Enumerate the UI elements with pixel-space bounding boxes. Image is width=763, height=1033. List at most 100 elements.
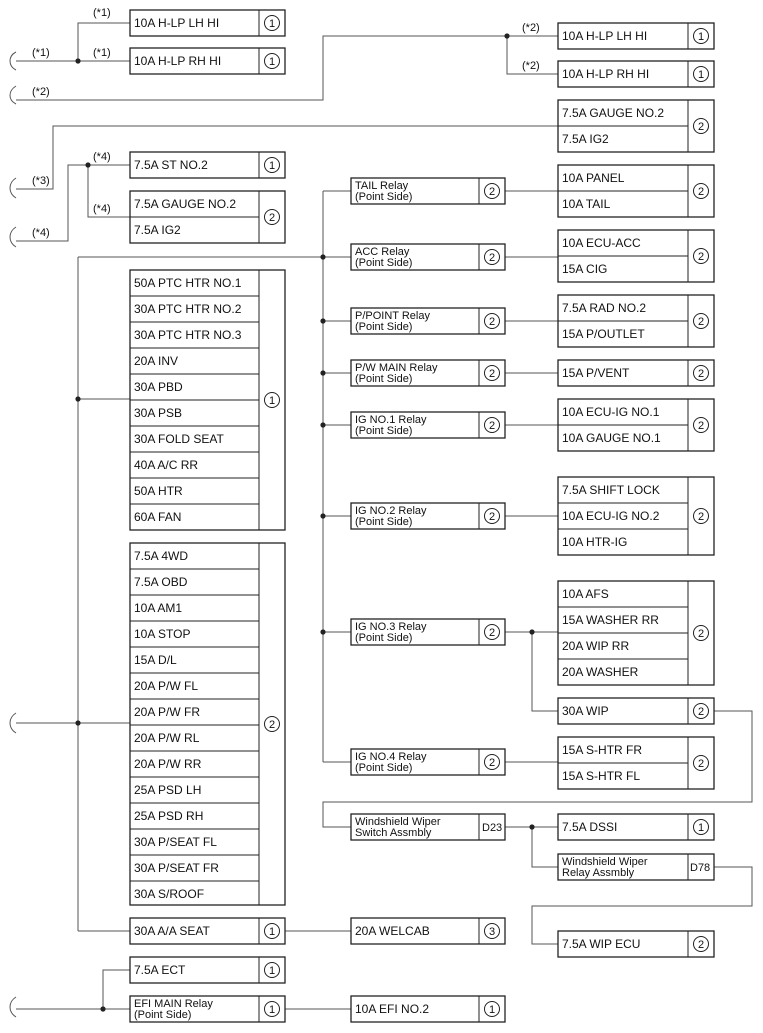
component-label: Relay Assmbly: [562, 867, 635, 879]
block-number-mark: 2: [698, 368, 704, 380]
block-number-mark: 1: [269, 926, 275, 938]
fuse-label: 10A PANEL: [562, 171, 625, 185]
relay-p-point: P/POINT Relay (Point Side) 2: [350, 307, 506, 335]
block-number-mark: 1: [698, 69, 704, 81]
block-number-mark: 1: [698, 822, 704, 834]
fuse-group-gauge2-left: 7.5A GAUGE NO.2 7.5A IG2 2: [129, 190, 286, 244]
fuse-label: 7.5A 4WD: [134, 549, 188, 563]
fuse-label: 10A H-LP LH HI: [562, 29, 647, 43]
wiper-switch-assembly: Windshield Wiper Switch Assmbly D23: [350, 813, 506, 841]
block-number-mark: 2: [698, 511, 704, 523]
fuse-group-wip: 30A WIP 2: [557, 697, 715, 725]
fuse-label: 10A ECU-IG NO.1: [562, 405, 660, 419]
fuse-label: 10A H-LP RH HI: [562, 67, 649, 81]
note-label: (*1): [93, 47, 111, 59]
relay-label: (Point Side): [355, 191, 412, 203]
note-label: (*4): [93, 151, 111, 163]
block-number-mark: 2: [698, 420, 704, 432]
junction-dots: [75, 33, 535, 1012]
block-number-mark: 2: [269, 212, 275, 224]
block-number-mark: 2: [698, 706, 704, 718]
fuse-label: 20A WELCAB: [355, 924, 430, 938]
relay-ig4: IG NO.4 Relay (Point Side) 2: [350, 748, 506, 776]
boxes: 10A H-LP LH HI 1 10A H-LP RH HI 1 10A H-…: [129, 9, 715, 1023]
fuse-group-s-htr: 15A S-HTR FR 15A S-HTR FL 2: [557, 736, 715, 790]
fuse-group-gauge2-top: 7.5A GAUGE NO.2 7.5A IG2 2: [557, 99, 715, 153]
fuse-label: 7.5A GAUGE NO.2: [562, 106, 664, 120]
block-number-mark: 1: [269, 395, 275, 407]
fuse-label: 15A S-HTR FL: [562, 769, 640, 783]
fuse-label: 20A WIP RR: [562, 639, 629, 653]
fuse-label: 15A WASHER RR: [562, 613, 659, 627]
fuse-label: 20A INV: [134, 354, 178, 368]
fuse-label: 10A TAIL: [562, 197, 611, 211]
fuse-label: 10A H-LP LH HI: [134, 16, 219, 30]
fuse-label: 20A P/W RL: [134, 731, 200, 745]
fuse-label: 7.5A IG2: [562, 132, 609, 146]
relay-label: (Point Side): [355, 257, 412, 269]
fuse-block-1: 50A PTC HTR NO.1 30A PTC HTR NO.2 30A PT…: [129, 269, 286, 531]
component-label: Windshield Wiper: [355, 816, 441, 828]
fuse-group-welcab: 20A WELCAB 3: [350, 917, 506, 945]
fuse-label: 7.5A SHIFT LOCK: [562, 483, 660, 497]
fuse-label: 10A STOP: [134, 627, 190, 641]
fuse-label: 50A PTC HTR NO.1: [134, 276, 242, 290]
fuse-label: 10A ECU-IG NO.2: [562, 509, 660, 523]
fuse-label: 20A P/W FL: [134, 679, 198, 693]
block-number-mark: 2: [489, 186, 495, 198]
block-number-mark: 1: [489, 1004, 495, 1016]
relay-label: (Point Side): [355, 373, 412, 385]
relay-label: TAIL Relay: [355, 180, 409, 192]
fuse-label: 30A A/A SEAT: [134, 924, 210, 938]
block-number-mark: 2: [489, 252, 495, 264]
fuse-label: 15A D/L: [134, 653, 177, 667]
fuse-label: 7.5A WIP ECU: [562, 937, 640, 951]
fuse-label: 15A P/OUTLET: [562, 327, 645, 341]
wiper-relay-assembly: Windshield Wiper Relay Assmbly D78: [557, 853, 715, 881]
relay-label: IG NO.2 Relay: [355, 505, 427, 517]
block-number-mark: 2: [489, 511, 495, 523]
fuse-group-st2: 7.5A ST NO.2 1: [129, 151, 286, 179]
block-number-mark: 2: [698, 628, 704, 640]
relay-ig1: IG NO.1 Relay (Point Side) 2: [350, 411, 506, 439]
fuse-label: 30A P/SEAT FR: [134, 861, 219, 875]
block-number-mark: 2: [269, 719, 275, 731]
fuse-label: 7.5A ECT: [134, 963, 186, 977]
fuse-group-wip-ecu: 7.5A WIP ECU 2: [557, 930, 715, 958]
fuse-label: 50A HTR: [134, 484, 183, 498]
note-label: (*1): [93, 7, 111, 19]
relay-label: EFI MAIN Relay: [134, 998, 213, 1010]
fuse-label: 7.5A RAD NO.2: [562, 301, 646, 315]
fuse-label: 20A WASHER: [562, 665, 639, 679]
block-number-mark: 1: [269, 160, 275, 172]
fuse-label: 10A HTR-IG: [562, 535, 627, 549]
fuse-label: 7.5A DSSI: [562, 820, 617, 834]
block-number-mark: 3: [489, 926, 495, 938]
relay-ig3: IG NO.3 Relay (Point Side) 2: [350, 618, 506, 646]
note-labels: (*1) (*1) (*1) (*2) (*2) (*2) (*3) (*4) …: [32, 7, 540, 239]
fuse-label: 7.5A IG2: [134, 223, 181, 237]
relay-label: (Point Side): [355, 632, 412, 644]
note-label: (*4): [93, 203, 111, 215]
fuse-group-ect: 7.5A ECT 1: [129, 956, 286, 984]
fuse-label: 30A P/SEAT FL: [134, 835, 217, 849]
fuse-label: 20A P/W FR: [134, 705, 200, 719]
fuse-label: 10A AM1: [134, 601, 182, 615]
block-number-mark: 1: [698, 31, 704, 43]
fuse-label: 10A GAUGE NO.1: [562, 431, 661, 445]
fuse-group-ecu-ig1: 10A ECU-IG NO.1 10A GAUGE NO.1 2: [557, 398, 715, 452]
fuse-label: 10A EFI NO.2: [355, 1002, 429, 1016]
block-number-mark: 1: [269, 965, 275, 977]
fuse-label: 25A PSD RH: [134, 809, 203, 823]
relay-acc: ACC Relay (Point Side) 2: [350, 243, 506, 271]
block-number-mark: 2: [489, 757, 495, 769]
relay-label: (Point Side): [134, 1009, 191, 1021]
relay-label: IG NO.3 Relay: [355, 621, 427, 633]
block-number-mark: 2: [489, 420, 495, 432]
connector-code: D78: [690, 862, 710, 874]
relay-label: P/W MAIN Relay: [355, 362, 438, 374]
fuse-label: 20A P/W RR: [134, 757, 202, 771]
component-label: Switch Assmbly: [355, 827, 432, 839]
block-number-mark: 1: [269, 56, 275, 68]
